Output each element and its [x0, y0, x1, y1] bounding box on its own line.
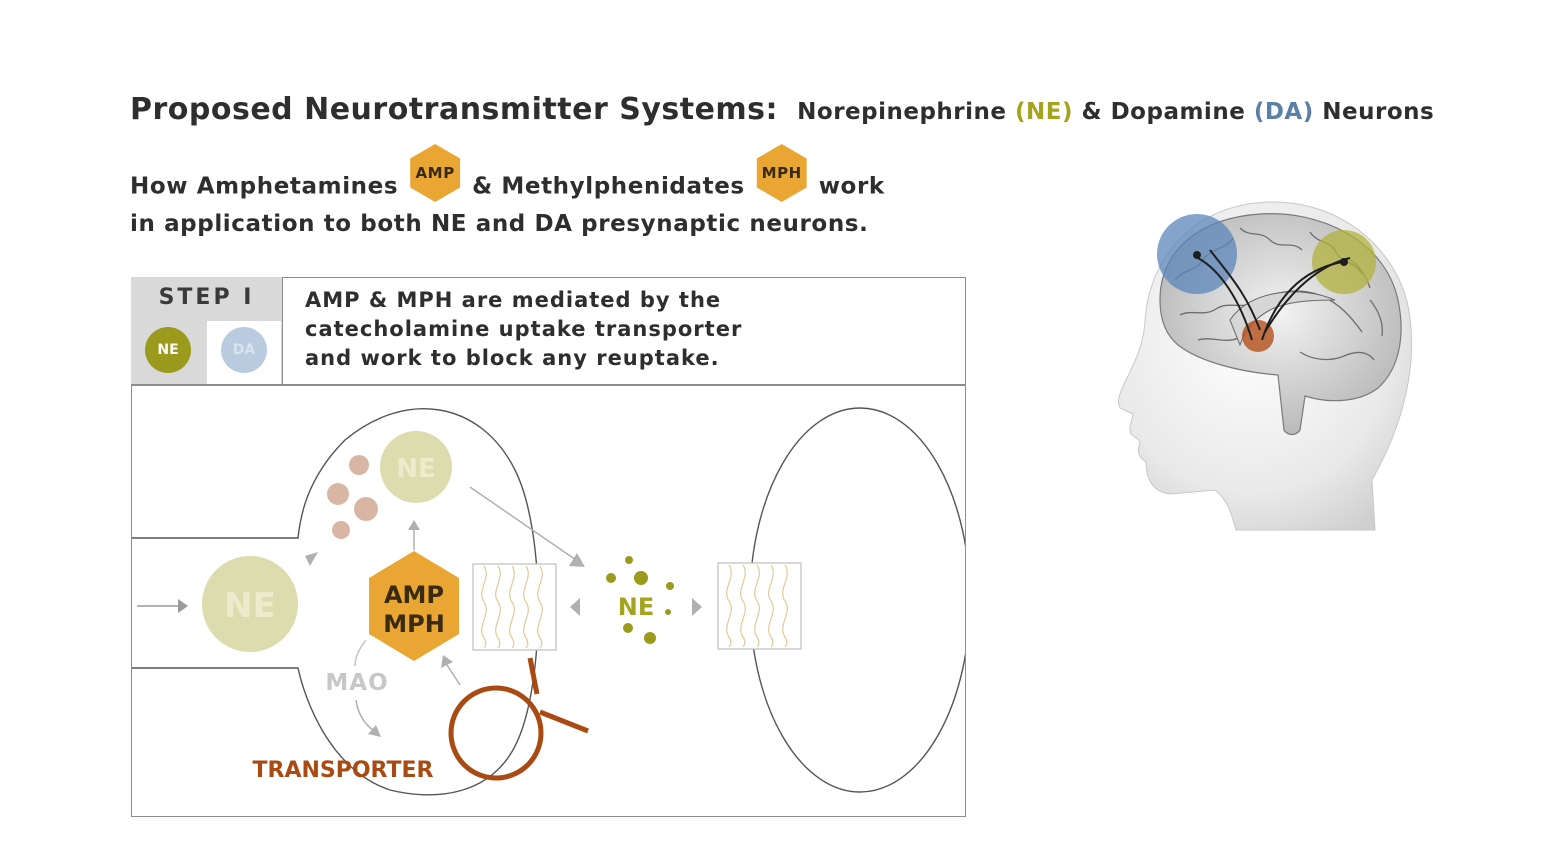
- postsynaptic-receptor-box: [717, 562, 802, 650]
- da-region-node: [1193, 251, 1201, 259]
- cleft-ne-dots: [606, 556, 674, 644]
- transporter-label: TRANSPORTER: [253, 758, 434, 783]
- step-panel: [131, 277, 966, 817]
- ne-molecule-large: [202, 556, 298, 652]
- ne-molecule-large-label: NE: [224, 586, 276, 626]
- step-divider: [131, 384, 966, 386]
- cleft-ne-label: NE: [618, 593, 654, 621]
- step-description-line1: AMP & MPH are mediated by the: [305, 288, 722, 312]
- title-da-abbrev: (DA): [1253, 99, 1314, 125]
- amp-mph-line1: AMP: [384, 581, 444, 609]
- title-dopamine: Dopamine: [1110, 99, 1246, 125]
- title-main: Proposed Neurotransmitter Systems:: [130, 92, 779, 127]
- transporter-to-hexagon-arrow: [441, 655, 461, 686]
- vesicle-dots: [327, 455, 378, 539]
- intro-line2: in application to both NE and DA presyna…: [130, 211, 869, 237]
- ne-vesicle-label: NE: [396, 454, 436, 484]
- amp-mph-line2: MPH: [383, 610, 445, 638]
- step-description-line3: and work to block any reuptake.: [305, 346, 720, 370]
- ne-vesicle: [380, 431, 452, 503]
- cleft-arrow-right: [692, 598, 702, 616]
- hexagon-to-vesicle-arrow: [408, 520, 420, 550]
- mao-label: MAO: [325, 670, 388, 696]
- mao-curve-top: [354, 639, 367, 667]
- cleft-arrow-left: [570, 598, 580, 616]
- mao-arrow-down: [355, 699, 381, 737]
- title-ne-abbrev: (NE): [1015, 99, 1073, 125]
- title-neurons: Neurons: [1322, 99, 1435, 125]
- title-ampersand: &: [1081, 99, 1103, 125]
- incoming-arrow: [137, 599, 188, 613]
- transporter-symbol: [448, 657, 589, 781]
- title-norepinephrine: Norepinephrine: [797, 99, 1007, 125]
- page-title: Proposed Neurotransmitter Systems: Norep…: [130, 92, 1434, 127]
- step-description: AMP & MPH are mediated by the catecholam…: [305, 286, 945, 373]
- intro-part3: work: [818, 173, 885, 200]
- presynaptic-receptor-box: [472, 563, 557, 651]
- step-label: STEP I: [131, 277, 283, 319]
- intro-part1: How Amphetamines: [130, 173, 399, 200]
- release-arrow: [469, 486, 585, 567]
- title-subtitle: Norepinephrine (NE) & Dopamine (DA) Neur…: [797, 99, 1434, 125]
- tab-ne[interactable]: NE: [145, 327, 191, 373]
- mph-hexagon-badge: MPH: [756, 144, 807, 202]
- ne-region-node: [1340, 258, 1348, 266]
- tab-da[interactable]: DA: [221, 327, 267, 373]
- small-arrow-left: [305, 552, 318, 566]
- step-description-line2: catecholamine uptake transporter: [305, 317, 743, 341]
- head-illustration: [1117, 201, 1413, 531]
- intro-part2: & Methylphenidates: [472, 173, 745, 200]
- amp-mph-hexagon: [369, 551, 459, 661]
